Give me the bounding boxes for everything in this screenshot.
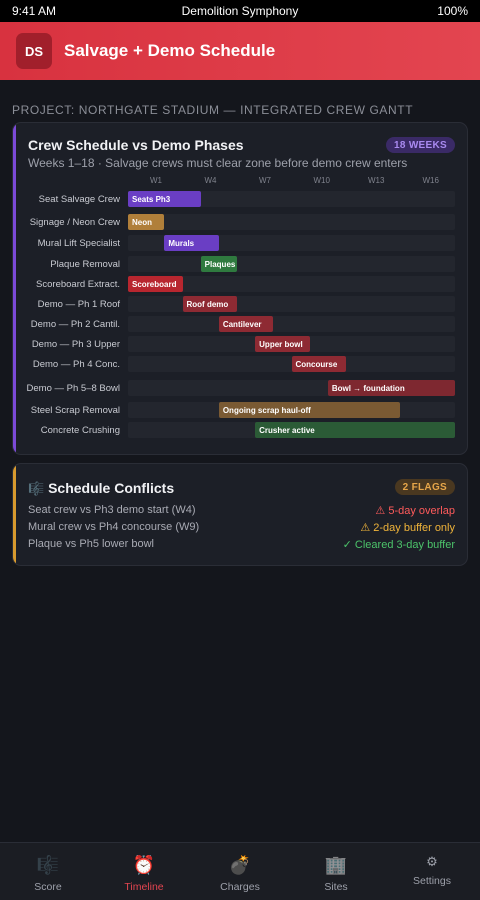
status-battery: 100% [437,4,468,18]
row-label: Scoreboard Extract. [36,278,120,290]
gantt-bar[interactable]: Neon [128,214,165,230]
gantt-track: Plaques [128,256,455,272]
gantt-track: Bowl → foundation [128,380,455,396]
gantt-bar[interactable]: Ongoing scrap haul-off [218,402,401,418]
conflicts-accent [13,464,16,565]
conflict-desc: Mural crew vs Ph4 concourse (W9) [28,521,200,533]
gantt-track: Concourse [128,356,455,372]
row-label: Seat Salvage Crew [38,193,120,205]
status-app-name: Demolition Symphony [181,4,299,18]
status-time: 9:41 AM [12,4,57,18]
nav-sites[interactable]: 🏢 Sites [288,843,384,900]
gantt-track: Cantilever [128,316,455,332]
conflicts-card: 🎼 Schedule Conflicts 2 FLAGS Seat crew v… [12,463,468,566]
nav-label: Charges [220,881,260,893]
alarm-clock-icon: ⏰ [132,854,156,875]
score-icon: 🎼 [36,854,60,875]
gantt-bar[interactable]: Concourse [291,356,346,372]
gantt-track: Crusher active [128,422,455,438]
conflict-item[interactable]: Seat crew vs Ph3 demo start (W4) ⚠ 5-day… [28,504,455,517]
gantt-track: Scoreboard [128,276,455,292]
status-bar: 9:41 AM Demolition Symphony 100% [0,0,480,22]
nav-label: Settings [413,875,451,887]
conflict-desc: Plaque vs Ph5 lower bowl [28,538,154,550]
flags-badge: 2 FLAGS [394,479,455,495]
row-label: Concrete Crushing [40,424,120,436]
nav-label: Sites [324,881,348,893]
gear-icon: ⚙ [426,854,438,869]
row-label: Demo — Ph 3 Upper [31,338,120,350]
nav-label: Score [34,881,62,893]
gantt-bar[interactable]: Upper bowl [255,336,310,352]
page-title: Salvage + Demo Schedule [64,41,276,60]
gantt-track: Upper bowl [128,336,455,352]
row-label: Mural Lift Specialist [37,237,120,249]
project-label: PROJECT: NORTHGATE STADIUM — INTEGRATED … [12,103,414,117]
gantt-accent [13,123,16,454]
gantt-title: Crew Schedule vs Demo Phases [28,137,244,153]
row-label: Steel Scrap Removal [30,404,120,416]
gantt-track: Ongoing scrap haul-off [128,402,455,418]
score-icon: 🎼 [28,481,45,496]
week-label: W10 [313,176,330,185]
gantt-card: Crew Schedule vs Demo Phases 18 WEEKS We… [12,122,468,455]
conflict-item[interactable]: Mural crew vs Ph4 concourse (W9) ⚠ 2-day… [28,521,455,534]
nav-settings[interactable]: ⚙ Settings [384,843,480,900]
gantt-bar[interactable]: Plaques [200,256,237,272]
week-label: W4 [204,176,217,185]
week-label: W13 [368,176,385,185]
gantt-bar[interactable]: Murals [164,235,219,251]
gantt-bar[interactable]: Bowl → foundation [327,380,455,396]
nav-timeline[interactable]: ⏰ Timeline [96,843,192,900]
gantt-bar[interactable]: Seats Ph3 [128,191,201,207]
app-header: DS Salvage + Demo Schedule [0,22,480,80]
nav-score[interactable]: 🎼 Score [0,843,96,900]
row-label: Demo — Ph 4 Conc. [32,358,120,370]
gantt-bar[interactable]: Crusher active [255,422,455,438]
gantt-bar[interactable]: Scoreboard [128,276,183,292]
bottom-nav: 🎼 Score ⏰ Timeline 💣 Charges 🏢 Sites ⚙ S… [0,842,480,900]
weeks-badge: 18 WEEKS [386,137,455,153]
gantt-subtitle: Weeks 1–18 · Salvage crews must clear zo… [28,156,408,170]
conflict-item[interactable]: Plaque vs Ph5 lower bowl ✓ Cleared 3-day… [28,538,455,551]
week-label: W16 [422,176,439,185]
row-label: Demo — Ph 5–8 Bowl [26,382,120,394]
bomb-icon: 💣 [228,854,252,875]
nav-charges[interactable]: 💣 Charges [192,843,288,900]
gantt-track: Roof demo [128,296,455,312]
row-label: Demo — Ph 1 Roof [37,298,120,310]
conflict-status: ✓ Cleared 3-day buffer [342,539,455,551]
gantt-track: Seats Ph3 [128,191,455,207]
conflicts-title: Schedule Conflicts [48,480,175,496]
gantt-bar[interactable]: Roof demo [182,296,237,312]
conflict-status: ⚠ 5-day overlap [375,505,455,517]
app-logo: DS [16,33,52,69]
nav-label: Timeline [124,881,164,893]
gantt-track: Neon [128,214,455,230]
row-label: Signage / Neon Crew [29,216,120,228]
building-icon: 🏢 [324,854,348,875]
conflict-status: ⚠ 2-day buffer only [360,522,455,534]
conflict-desc: Seat crew vs Ph3 demo start (W4) [28,504,196,516]
week-label: W7 [259,176,271,185]
gantt-track: Murals [128,235,455,251]
row-label: Demo — Ph 2 Cantil. [30,318,120,330]
row-label: Plaque Removal [50,258,120,270]
week-label: W1 [150,176,162,185]
gantt-bar[interactable]: Cantilever [218,316,274,332]
